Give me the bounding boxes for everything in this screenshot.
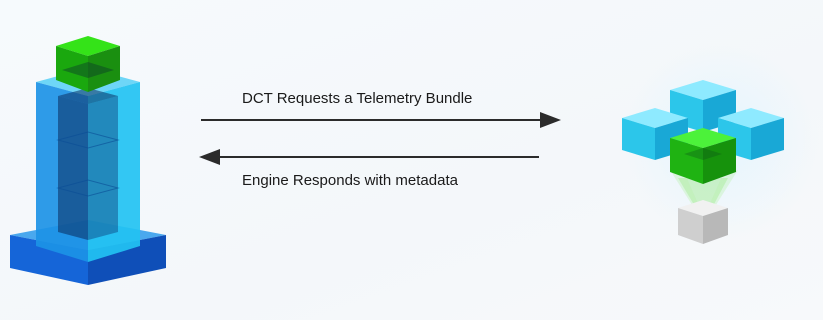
request-arrow xyxy=(201,112,561,128)
dct-tower-icon xyxy=(10,36,166,285)
engine-cluster-icon xyxy=(622,80,784,244)
response-arrow xyxy=(199,149,539,165)
request-label: DCT Requests a Telemetry Bundle xyxy=(242,90,473,107)
response-label: Engine Responds with metadata xyxy=(242,172,458,189)
